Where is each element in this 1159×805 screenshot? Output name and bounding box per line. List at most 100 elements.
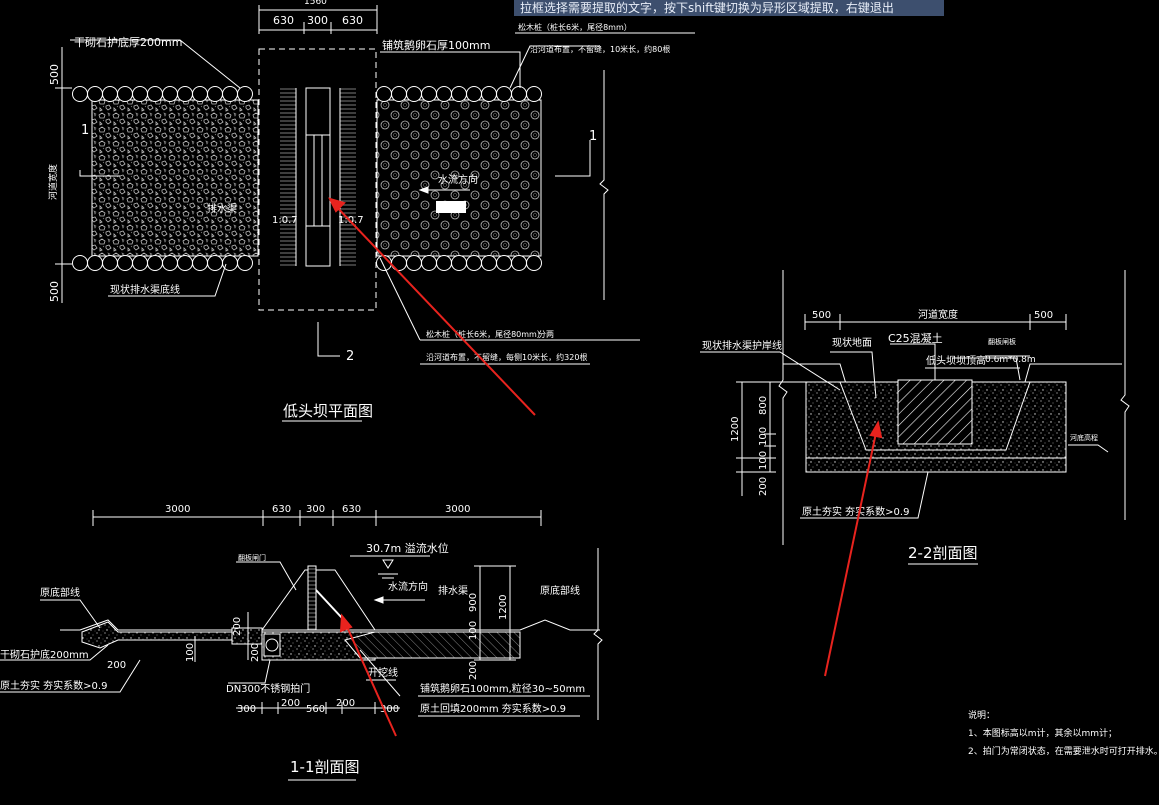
pile-circle (481, 255, 497, 271)
pile-circle (237, 255, 253, 271)
pile-circle (466, 86, 482, 102)
s22-dim-v-200: 200 (758, 477, 769, 496)
pile-circle (117, 255, 133, 271)
section-2-2 (700, 270, 1130, 565)
s11-pebble-label: 铺筑鹅卵石100mm,粒径30~50mm (420, 682, 585, 695)
s22-bed-label: 河底高程 (1070, 433, 1098, 442)
plan-dim-500-top: 500 (48, 64, 61, 85)
red-arrow-sec22-head (869, 420, 883, 439)
pile-circle (207, 255, 223, 271)
section-2-2-texts: 500 河道宽度 500 现状排水渠护岸线 现状地面 C25混凝土 翻板闸板 0… (702, 308, 1098, 562)
red-arrow-plan (331, 201, 536, 416)
text-extract-tooltip: 拉框选择需要提取的文字，按下shift键切换为异形区域提取，右键退出 (514, 0, 944, 16)
plan-channel-label: 排水渠 (207, 202, 237, 215)
pile-circle (132, 86, 148, 102)
pile-circle (162, 86, 178, 102)
s22-gate-size: 0.6m*0.8m (985, 355, 1036, 365)
s11-title: 1-1剖面图 (290, 758, 360, 776)
s11-water-level: 30.7m 溢流水位 (366, 541, 449, 555)
pile-circle (391, 255, 407, 271)
s22-dim-width: 河道宽度 (918, 308, 958, 321)
notes-line-1: 1、本图标高以m计，其余以mm计； (968, 727, 1117, 739)
plan-view (55, 5, 695, 422)
s11-gate-label: 翻板闸门 (238, 553, 266, 562)
red-arrow-sec11-head (339, 613, 353, 633)
s11-riprap-label: 干砌石护底200mm (0, 648, 89, 661)
red-arrow-sec22 (824, 427, 878, 677)
s11-backfill-label: 原土回填200mm 夯实系数>0.9 (420, 702, 566, 715)
pile-circle (147, 86, 163, 102)
plan-pile-bot-1: 松木桩（桩长6米，尾径80mm） (426, 329, 545, 339)
pile-circle (207, 86, 223, 102)
pile-circle (496, 86, 512, 102)
s11-dim-300: 300 (306, 504, 325, 515)
s11-channel-label: 排水渠 (438, 584, 468, 597)
s11-dim-v-1200: 1200 (498, 595, 509, 620)
plan-dim-630-left: 630 (273, 14, 294, 27)
s22-crest-label: 低头坝坝顶高 (926, 354, 986, 367)
s11-valve-label: DN300不锈钢拍门 (226, 682, 310, 695)
pile-circle (376, 86, 392, 102)
pile-circle (481, 86, 497, 102)
section-1-1 (0, 510, 603, 781)
pile-circle (222, 86, 238, 102)
s11-dim-560: 560 (306, 704, 325, 715)
plan-pile-bot-2: 沿河道布置，不留缝，每侧10米长，约320根 (426, 352, 587, 362)
s22-dim-v-800: 800 (758, 396, 769, 415)
notes-line-2: 2、拍门为常闭状态，在需要泄水时可打开排水。 (968, 745, 1159, 757)
pile-circle (117, 86, 133, 102)
plan-dim-630-right: 630 (342, 14, 363, 27)
pile-circle (177, 255, 193, 271)
s22-gate-label: 翻板闸板 (988, 337, 1016, 346)
pile-circle (72, 86, 88, 102)
s11-bed-left: 原底部线 (40, 586, 80, 599)
pile-circle (237, 86, 253, 102)
s11-dim-200-a: 200 (281, 698, 300, 709)
plan-slope-left: 1:0.7 (272, 215, 298, 226)
s22-dim-v-100-b: 100 (758, 451, 769, 470)
pile-circle (87, 255, 103, 271)
s22-dim-v-100-a: 100 (758, 427, 769, 446)
s11-dim-v-200-a: 200 (232, 617, 243, 636)
s11-dim-v-100: 100 (185, 643, 196, 662)
pile-circle (391, 86, 407, 102)
annotation-arrows (328, 197, 883, 737)
pile-circle (511, 255, 527, 271)
s11-dim-630-left: 630 (272, 504, 291, 515)
pile-circle (451, 86, 467, 102)
s11-dim-200-b: 200 (336, 698, 355, 709)
plan-pile-bot-3: 分两 (538, 330, 554, 339)
pile-circle (436, 255, 452, 271)
pile-circle (421, 255, 437, 271)
s11-dim-300-left: 300 (237, 704, 256, 715)
plan-river-width: 河道宽度 (47, 164, 59, 200)
pile-circle (72, 255, 88, 271)
notes-title: 说明： (968, 709, 995, 721)
plan-dim-total: 1560 (304, 0, 327, 7)
s22-dim-v-1200: 1200 (730, 417, 741, 442)
pile-circle (406, 86, 422, 102)
pile-circle (192, 86, 208, 102)
s11-flow-label: 水流方向 (388, 580, 428, 593)
plan-pile-top-1: 松木桩（桩长6米，尾径8mm） (518, 22, 632, 32)
plan-pile-top-2: 沿河道布置，不留缝，10米长，约80根 (530, 44, 670, 54)
pile-circle (526, 86, 542, 102)
s11-dim-3000-right: 3000 (445, 504, 470, 515)
plan-bank-label: 现状排水渠底线 (110, 283, 180, 296)
s22-dim-500-right: 500 (1034, 310, 1053, 321)
s11-dim-v-100-right: 100 (468, 621, 479, 640)
plan-title: 低头坝平面图 (283, 402, 373, 420)
plan-section-1-right: 1 (589, 129, 597, 144)
pile-circle (511, 86, 527, 102)
pile-circle (451, 255, 467, 271)
s11-compact-label: 原土夯实 夯实系数>0.9 (0, 679, 107, 692)
s11-dim-200-bottom: 200 (107, 660, 126, 671)
pile-circle (406, 255, 422, 271)
red-arrow-sec11 (343, 619, 397, 737)
plan-flow-label: 水流方向 (438, 173, 478, 186)
s11-excavation-label: 开挖线 (368, 666, 398, 679)
pile-circle (147, 255, 163, 271)
plan-dim-300: 300 (307, 14, 328, 27)
s11-bed-right: 原底部线 (540, 584, 580, 597)
